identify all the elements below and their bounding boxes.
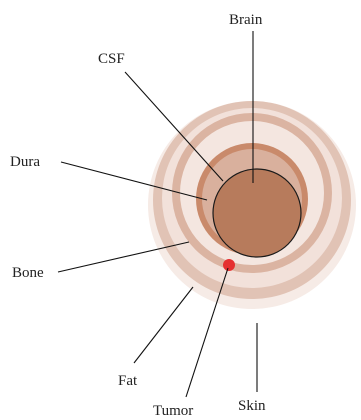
csf-label: CSF xyxy=(98,51,125,67)
tumor-label: Tumor xyxy=(153,403,193,419)
dura-label: Dura xyxy=(10,154,40,170)
brain xyxy=(213,169,301,257)
fat-leader-line xyxy=(134,287,193,363)
brain-label: Brain xyxy=(229,12,263,28)
bone-label: Bone xyxy=(12,265,44,281)
tumor-dot xyxy=(223,259,235,271)
fat-label: Fat xyxy=(118,373,138,389)
skin-label: Skin xyxy=(238,398,266,414)
